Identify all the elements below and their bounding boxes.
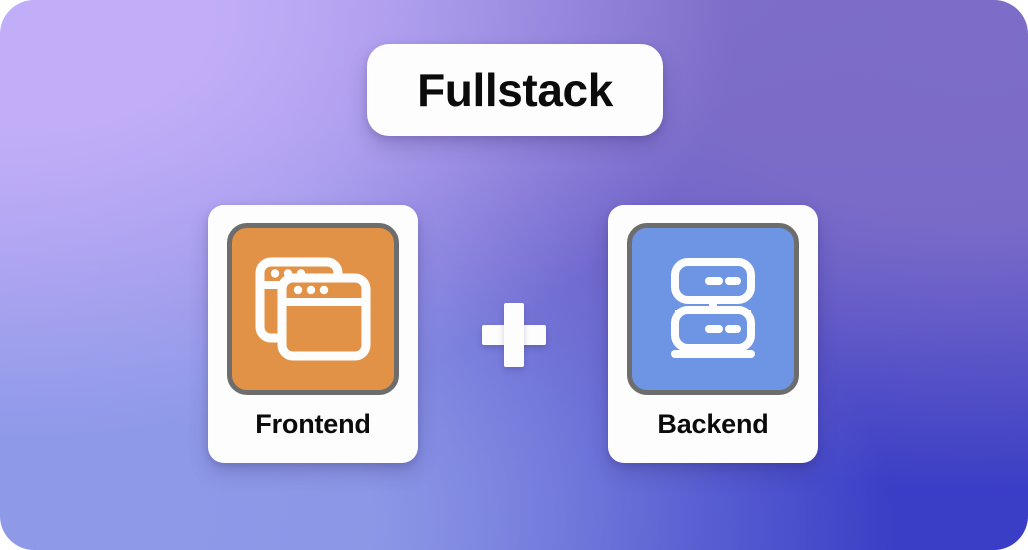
backend-icon-tile [627,223,799,395]
plus-vertical-bar [504,303,524,367]
card-backend-label: Backend [657,409,769,439]
frontend-icon-tile [227,223,399,395]
cards-row: Frontend [0,205,1028,467]
server-rack-icon [659,254,767,364]
page-title: Fullstack [417,64,613,116]
browser-windows-icon [255,257,371,361]
plus-sign-icon [482,303,546,367]
card-frontend[interactable]: Frontend [208,205,418,463]
card-backend[interactable]: Backend [608,205,818,463]
card-frontend-label: Frontend [255,409,371,439]
title-pill: Fullstack [367,44,663,136]
